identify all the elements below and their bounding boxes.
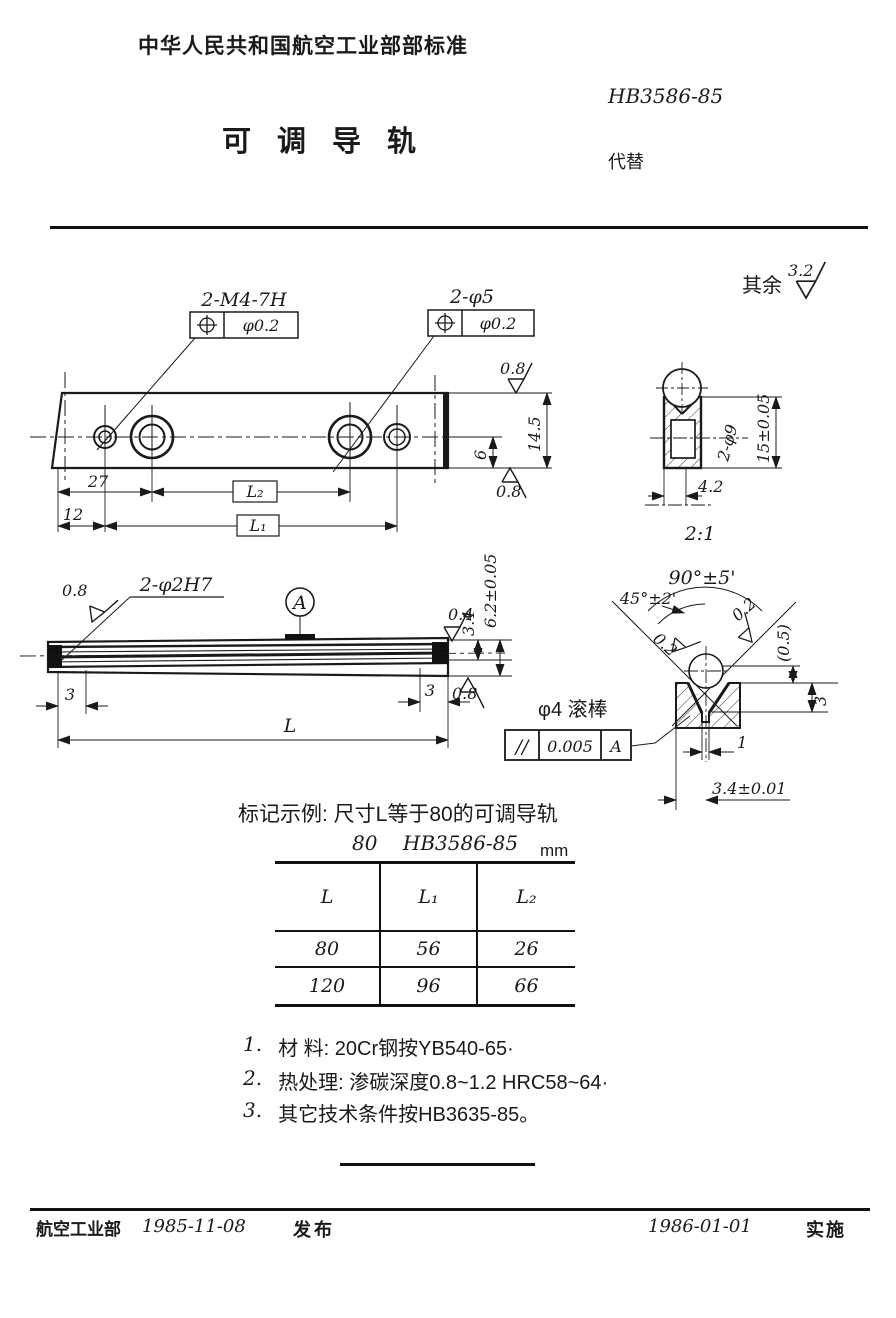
note-2: 2. 热处理: 渗碳深度0.8~1.2 HRC58~64· bbox=[243, 1066, 608, 1095]
plan-roughness-top: 0.8 bbox=[500, 359, 525, 378]
section-hole-callout: 2-φ9 bbox=[713, 422, 741, 464]
table-row: 80 56 26 bbox=[275, 932, 575, 968]
marking-example-line2: 80 HB3586-85 bbox=[352, 831, 519, 855]
parallelism-tolerance-frame: // 0.005 A bbox=[504, 729, 632, 761]
footer-impl-date: 1986-01-01 bbox=[648, 1216, 752, 1237]
note-text: 材 料: 20Cr钢按YB540-65· bbox=[278, 1038, 514, 1060]
dim-27: 27 bbox=[87, 472, 109, 491]
table-header-L1: L₁ bbox=[381, 864, 478, 930]
note-text: 其它技术条件按HB3635-85。 bbox=[278, 1104, 540, 1126]
dim-3-right: 3 bbox=[425, 681, 435, 700]
supersedes-label: 代替 bbox=[608, 152, 644, 172]
dim-3-4-001: 3.4±0.01 bbox=[712, 779, 786, 798]
position-tolerance-icon bbox=[197, 315, 217, 335]
general-roughness-note: 其余 3.2 bbox=[742, 261, 827, 299]
parallelism-datum: A bbox=[608, 737, 622, 756]
standard-org-title: 中华人民共和国航空工业部部标准 bbox=[138, 35, 468, 58]
dim-3-depth: 3 bbox=[811, 696, 830, 706]
datum-label: A bbox=[291, 592, 307, 614]
note-number: 1. bbox=[243, 1032, 263, 1056]
thread-callout: 2-M4-7H bbox=[200, 289, 287, 311]
dim-1: 1 bbox=[737, 733, 747, 752]
side-view: 2-φ2H7 0.8 A 3.4 6.2±0.05 0.4 bbox=[19, 554, 512, 748]
table-header-L: L bbox=[275, 864, 381, 930]
footer-issue-label: 发布 bbox=[293, 1220, 335, 1240]
note-3: 3. 其它技术条件按HB3635-85。 bbox=[243, 1098, 539, 1127]
dim-3-4: 3.4 bbox=[459, 611, 478, 636]
footer-impl-label: 实施 bbox=[806, 1220, 846, 1240]
parallelism-icon: // bbox=[514, 736, 530, 758]
standard-number: HB3586-85 bbox=[608, 84, 724, 108]
general-roughness-value: 3.2 bbox=[788, 261, 813, 280]
dim-6: 6 bbox=[471, 450, 490, 460]
note-number: 3. bbox=[243, 1098, 263, 1122]
dim-15: 15±0.05 bbox=[754, 394, 773, 463]
angle-90: 90°±5' bbox=[669, 567, 736, 589]
groove-detail: 90°±5' 45°±2' 0.2 0.2 (0.5) 3 bbox=[504, 567, 838, 810]
hole-tolerance-frame: φ0.2 bbox=[427, 309, 535, 337]
datum-target: A bbox=[285, 587, 315, 640]
roughness-icon bbox=[83, 590, 119, 629]
dim-L1: L₁ bbox=[248, 516, 266, 535]
dim-length: L bbox=[283, 715, 297, 737]
footer-divider bbox=[30, 1208, 870, 1211]
groove-roughness-left: 0.2 bbox=[649, 629, 681, 660]
dimension-table: L L₁ L₂ 80 56 26 120 96 66 bbox=[275, 861, 575, 1007]
section-divider bbox=[340, 1163, 535, 1166]
parallelism-value: 0.005 bbox=[547, 737, 593, 756]
side-roughness-right-top: 0.4 bbox=[448, 605, 473, 624]
table-cell: 96 bbox=[381, 968, 478, 1004]
thread-tolerance-frame: φ0.2 bbox=[189, 311, 299, 339]
dim-0-5: (0.5) bbox=[774, 624, 793, 662]
dim-L2: L₂ bbox=[245, 482, 263, 501]
dim-6-2: 6.2±0.05 bbox=[481, 554, 500, 628]
page-title: 可调导轨 bbox=[222, 124, 443, 158]
note-text: 热处理: 渗碳深度0.8~1.2 HRC58~64· bbox=[278, 1072, 609, 1094]
note-number: 2. bbox=[243, 1066, 263, 1090]
dim-12: 12 bbox=[63, 505, 83, 524]
dim-4-2: 4.2 bbox=[697, 477, 723, 496]
section-scale: 2:1 bbox=[684, 523, 716, 545]
pin-callout: 2-φ2H7 bbox=[139, 574, 213, 596]
table-cell: 120 bbox=[275, 968, 381, 1004]
side-roughness-right-bottom: 0.8 bbox=[452, 684, 477, 703]
table-cell: 66 bbox=[514, 975, 539, 997]
footer-org: 航空工业部 bbox=[36, 1220, 121, 1239]
table-header-L2: L₂ bbox=[516, 886, 537, 908]
plan-roughness-bottom: 0.8 bbox=[496, 482, 521, 501]
general-roughness-prefix: 其余 bbox=[742, 274, 782, 297]
table-row: 120 96 66 bbox=[275, 968, 575, 1004]
table-cell: 80 bbox=[275, 932, 381, 966]
unit-label: mm bbox=[540, 841, 569, 860]
table-cell: 26 bbox=[514, 938, 539, 960]
footer-issue-date: 1985-11-08 bbox=[142, 1216, 246, 1237]
header-divider bbox=[50, 226, 868, 229]
groove-roughness-right: 0.2 bbox=[728, 594, 760, 625]
table-cell: 56 bbox=[381, 932, 478, 966]
plan-view: φ0.2 2-M4-7H φ0.2 2-φ5 bbox=[30, 286, 552, 537]
table-header-row: L L₁ L₂ bbox=[275, 864, 575, 932]
dim-14-5: 14.5 bbox=[525, 416, 544, 452]
side-roughness-left: 0.8 bbox=[62, 581, 87, 600]
dim-3-left: 3 bbox=[65, 685, 75, 704]
marking-example-line1: 标记示例: 尺寸L等于80的可调导轨 bbox=[238, 803, 558, 826]
note-1: 1. 材 料: 20Cr钢按YB540-65· bbox=[243, 1032, 514, 1061]
section-view: 2-φ9 15±0.05 4.2 2:1 bbox=[645, 362, 782, 545]
roller-label: φ4 滚棒 bbox=[538, 698, 608, 721]
thread-tolerance-value: φ0.2 bbox=[243, 316, 280, 335]
hole-callout: 2-φ5 bbox=[449, 286, 494, 308]
hole-tolerance-value: φ0.2 bbox=[480, 314, 517, 333]
angle-45: 45°±2' bbox=[619, 589, 676, 608]
position-tolerance-icon bbox=[435, 313, 455, 333]
